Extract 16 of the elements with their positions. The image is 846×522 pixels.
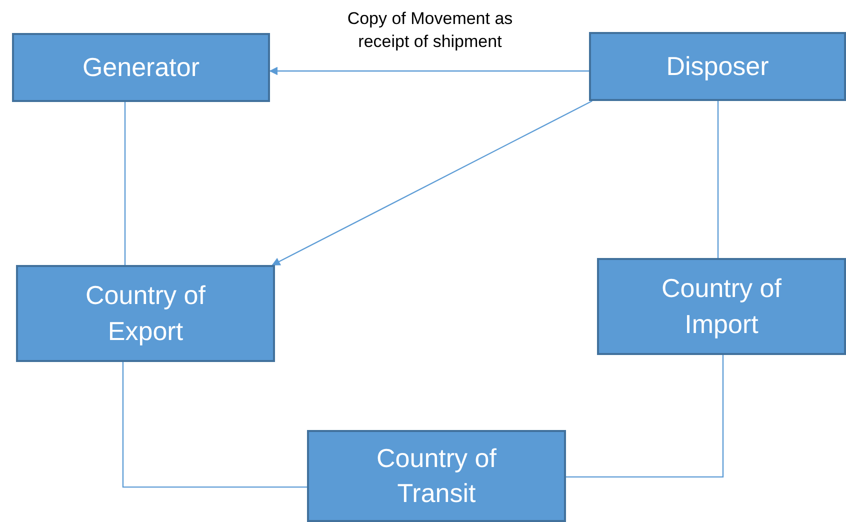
connector-line bbox=[566, 355, 724, 478]
box-label: Country of Transit bbox=[376, 442, 498, 510]
process-box bbox=[589, 32, 846, 101]
connector-line bbox=[122, 362, 307, 488]
connector-line bbox=[717, 101, 719, 258]
box-label: Country of Export bbox=[84, 279, 206, 348]
process-box bbox=[597, 258, 846, 355]
connector-line bbox=[269, 66, 589, 76]
box-label: Disposer bbox=[666, 50, 769, 83]
connector-line bbox=[124, 102, 126, 265]
box-label: Generator bbox=[82, 50, 200, 84]
box-label: Country of Import bbox=[660, 272, 782, 340]
process-box bbox=[12, 33, 270, 102]
process-box bbox=[16, 265, 275, 362]
connector-line bbox=[272, 100, 592, 266]
process-box bbox=[307, 430, 566, 522]
